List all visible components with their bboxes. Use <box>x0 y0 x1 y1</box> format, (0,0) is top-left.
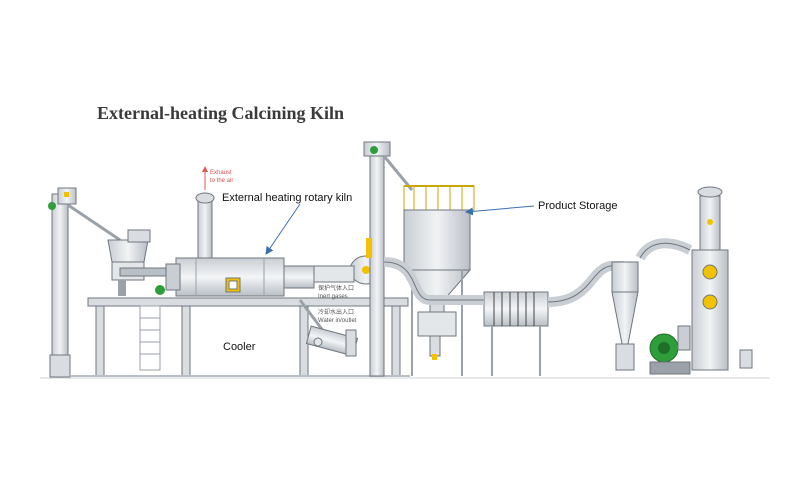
motor-icon <box>48 202 56 210</box>
scrubber-tower <box>691 186 753 371</box>
water-label-cn: 冷却水出入口 <box>318 310 355 316</box>
inert-gas-label-cn: 保护气体入口 <box>318 286 355 292</box>
cooler-unit <box>298 299 359 357</box>
storage-callout-arrow <box>465 205 535 216</box>
induced-draft-fan <box>649 325 691 375</box>
product-storage-silo <box>402 185 475 376</box>
support-platform <box>70 297 410 377</box>
ducting <box>383 238 693 307</box>
rotary-kiln <box>165 257 315 297</box>
exhaust-label-line1: Exhaust <box>210 170 232 176</box>
water-label-en: Water in/outlet <box>318 318 357 324</box>
kiln-label: External heating rotary kiln <box>222 192 353 204</box>
bucket-elevator-right <box>363 141 414 377</box>
storage-label: Product Storage <box>538 200 618 212</box>
cyclone-separator <box>611 261 639 371</box>
inert-gas-label-en: Inert gases <box>318 294 348 300</box>
bag-filter <box>483 291 549 376</box>
diagram-title: External-heating Calcining Kiln <box>97 103 345 123</box>
cooler-label: Cooler <box>223 341 256 353</box>
ladder <box>139 305 161 371</box>
kiln-callout-arrow <box>265 203 301 255</box>
exhaust-label-line2: to the air <box>210 178 234 184</box>
bucket-elevator-left <box>48 187 121 378</box>
